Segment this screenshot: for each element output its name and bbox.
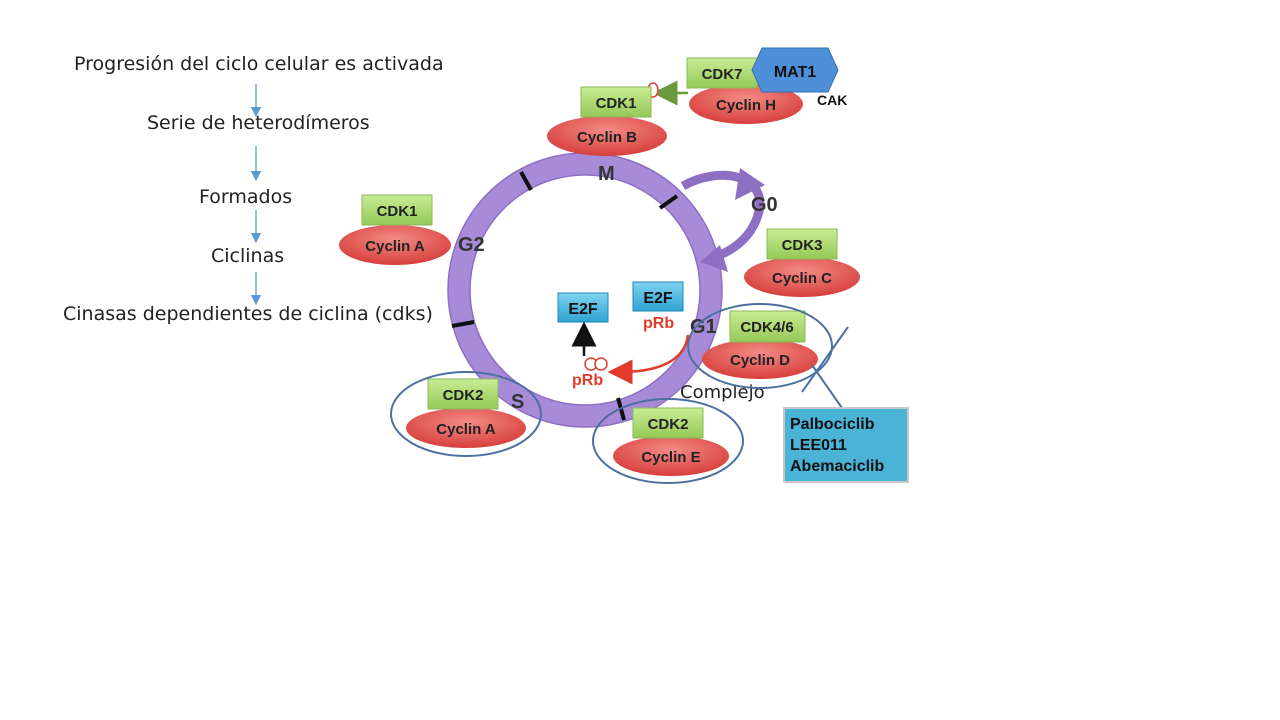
- inhibitor-palbociclib: Palbociclib: [790, 416, 875, 433]
- cak-complex: Cyclin H CDK7 MAT1 CAK: [647, 47, 847, 124]
- complex-highlight-circle: [687, 303, 833, 389]
- cdk2-label: CDK2: [443, 387, 484, 404]
- phase-divider: [451, 320, 475, 328]
- phase-s-label: S: [511, 391, 524, 413]
- cyclin-a-label: Cyclin A: [365, 238, 425, 255]
- flow-step-5: Cinasas dependientes de ciclina (cdks): [63, 303, 433, 325]
- cdk1-label: CDK1: [596, 95, 637, 112]
- phase-divider: [519, 171, 533, 191]
- e2f-bound-label: E2F: [643, 290, 673, 307]
- e2f-prb-pathway: E2F E2F pRb pRb: [557, 281, 690, 389]
- cyclin-c-label: Cyclin C: [772, 270, 832, 287]
- phase-g0-label: G0: [751, 194, 778, 216]
- inhibitor-box: [783, 407, 909, 483]
- phase-divider: [658, 194, 679, 210]
- cyclin-e-label: Cyclin E: [641, 449, 700, 466]
- complex-highlight-circle: [390, 371, 542, 457]
- complex-cdk2-cyclin-e: Cyclin E CDK2: [592, 398, 744, 484]
- inhibitor-block: Palbociclib LEE011 Abemaciclib: [783, 326, 909, 483]
- mat1-badge: [751, 47, 839, 93]
- cdk1-label: CDK1: [377, 203, 418, 220]
- e2f-bound-box: [632, 281, 684, 312]
- cyclin-a-s-label: Cyclin A: [436, 421, 496, 438]
- inhibitor-connector: [811, 364, 843, 409]
- g0-cycle-arrow: [680, 170, 765, 263]
- phase-g1-label: G1: [690, 316, 717, 338]
- cdk46-label: CDK4/6: [740, 319, 793, 336]
- phase-m-label: M: [598, 163, 615, 185]
- prb-phosphorylation-arrow: [607, 334, 690, 385]
- flow-step-1: Progresión del ciclo celular es activada: [74, 53, 444, 75]
- complex-cdk1-cyclin-a: Cyclin A CDK1: [339, 194, 451, 265]
- g0-arrow-head-bottom: [700, 245, 728, 272]
- mat1-label: MAT1: [774, 64, 816, 81]
- prb-bound-label: pRb: [643, 315, 674, 332]
- complex-highlight-circle: [592, 398, 744, 484]
- cyclin-b-label: Cyclin B: [577, 129, 637, 146]
- complex-cdk1-cyclin-b: Cyclin B CDK1: [547, 86, 667, 156]
- cdk3-label: CDK3: [782, 237, 823, 254]
- e2f-free-label: E2F: [568, 301, 598, 318]
- inhibitor-lee011: LEE011: [790, 437, 847, 454]
- complex-cdk3-cyclin-c: Cyclin C CDK3: [744, 228, 860, 297]
- e2f-free-box: [557, 292, 609, 323]
- phase-g2-label: G2: [458, 234, 485, 256]
- complex-cdk46-cyclin-d: Cyclin D CDK4/6: [687, 303, 833, 389]
- cell-cycle-ring: [448, 153, 722, 427]
- cyclin-h-label: Cyclin H: [716, 97, 776, 114]
- flow-step-4: Ciclinas: [211, 245, 285, 267]
- prb-phos-label: pRb: [572, 372, 603, 389]
- cdk7-label: CDK7: [702, 66, 743, 83]
- inhibitor-line: [801, 326, 849, 393]
- cak-label: CAK: [817, 92, 847, 108]
- flow-step-3: Formados: [199, 186, 293, 208]
- cyclin-d-label: Cyclin D: [730, 352, 790, 369]
- complex-cdk2-cyclin-a: Cyclin A CDK2: [390, 371, 542, 457]
- phosphate-marker: [594, 357, 608, 371]
- flow-step-2: Serie de heterodímeros: [147, 112, 370, 134]
- cdk2-e-label: CDK2: [648, 416, 689, 433]
- inhibitor-abemaciclib: Abemaciclib: [790, 458, 884, 475]
- g0-arrow-head-top: [735, 168, 765, 200]
